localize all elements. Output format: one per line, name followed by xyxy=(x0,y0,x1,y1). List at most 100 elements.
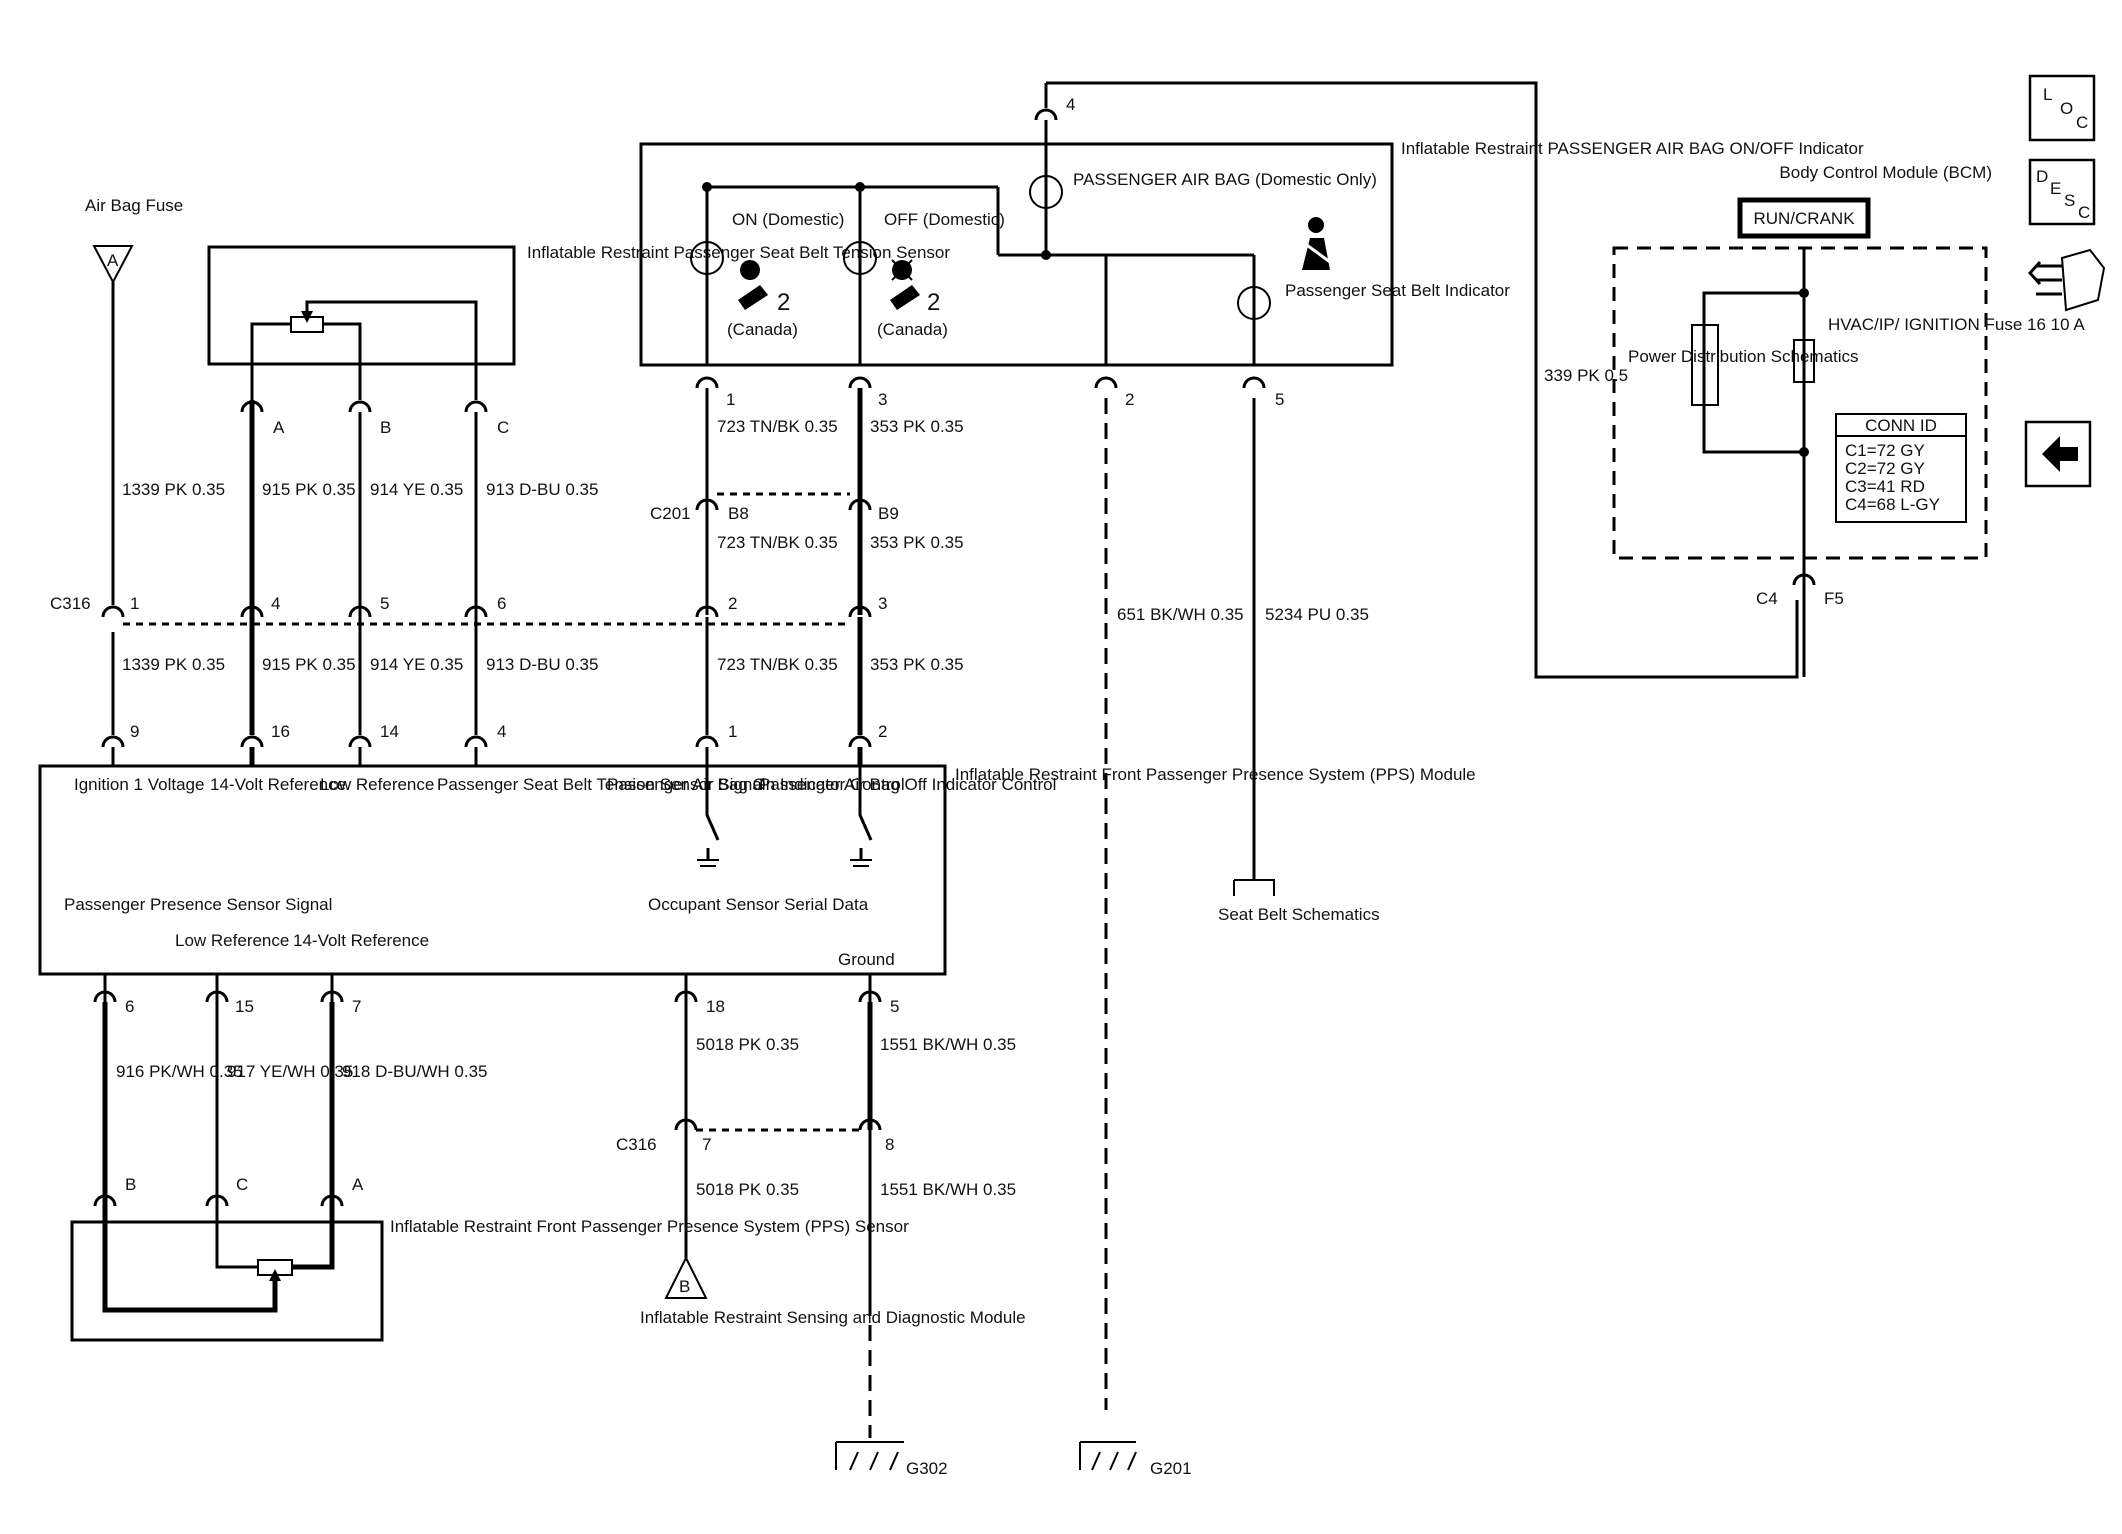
off-domestic-label: OFF (Domestic) xyxy=(884,210,1005,229)
pin-c201-b8: B8 xyxy=(728,504,749,523)
pin-pps-sig-label: Passenger Presence Sensor Signal xyxy=(64,895,332,914)
pin-ref14-label: 14-Volt Reference xyxy=(210,775,346,794)
pin-ind-5: 5 xyxy=(1275,390,1284,409)
wire-1339a: 1339 PK 0.35 xyxy=(122,480,225,499)
module-bottom-wires: 6 15 7 18 5 916 PK/WH 0.35 917 YE/WH 0.3… xyxy=(93,974,1016,1190)
connector-icon[interactable] xyxy=(2027,248,2106,312)
wire-915b: 915 PK 0.35 xyxy=(262,655,356,674)
wire-913b: 913 D-BU 0.35 xyxy=(486,655,598,674)
pin-f5: F5 xyxy=(1824,589,1844,608)
sensor-wires: A B C 1339 PK 0.35 915 PK 0.35 914 YE 0.… xyxy=(122,400,598,617)
pin-sens-c: C xyxy=(497,418,509,437)
pin-c316-1: 1 xyxy=(130,594,139,613)
num-2-b: 2 xyxy=(927,289,940,316)
wire-916: 916 PK/WH 0.35 xyxy=(116,1062,243,1081)
pin-ind-1: 1 xyxy=(726,390,735,409)
wire-353a: 353 PK 0.35 xyxy=(870,417,964,436)
pin-m-4: 4 xyxy=(497,722,506,741)
back-button[interactable] xyxy=(2024,420,2092,488)
desc-e: E xyxy=(2050,179,2061,198)
wire-1551a: 1551 BK/WH 0.35 xyxy=(880,1035,1016,1054)
c316-bottom-label: C316 xyxy=(616,1135,657,1154)
loc-button[interactable]: L O C xyxy=(2028,74,2096,142)
wire-5234: 5234 PU 0.35 xyxy=(1265,605,1369,624)
indicator-label: Inflatable Restraint PASSENGER AIR BAG O… xyxy=(1401,139,1864,158)
pin-c316-4: 4 xyxy=(271,594,280,613)
num-2-a: 2 xyxy=(777,289,790,316)
pin-m-1: 1 xyxy=(728,722,737,741)
c201-connector: C201 B8 B9 723 TN/BK 0.35 353 PK 0.35 xyxy=(650,492,964,615)
pin-ps-b: B xyxy=(125,1175,136,1194)
pin-ground-label: Ground xyxy=(838,950,895,969)
wire-913a: 913 D-BU 0.35 xyxy=(486,480,598,499)
ppsm-label: Inflatable Restraint Front Passenger Pre… xyxy=(955,765,1476,784)
wire-339: 339 PK 0.5 xyxy=(1544,366,1628,385)
g201-label: G201 xyxy=(1150,1459,1192,1478)
pin-sens-b: B xyxy=(380,418,391,437)
seatbelt-icon xyxy=(1299,217,1331,270)
pin-m-14: 14 xyxy=(380,722,399,741)
c316-top-connector: C316 1 4 5 6 2 3 1339 PK 0.35 915 PK 0.3… xyxy=(50,594,964,735)
desc-s: S xyxy=(2064,191,2075,210)
pin-lowref-label: Low Reference xyxy=(320,775,434,794)
conn-id-3: C3=41 RD xyxy=(1845,477,1925,496)
ground-g302: G302 xyxy=(835,1441,948,1478)
loc-o: O xyxy=(2060,99,2073,118)
pin-ind-3: 3 xyxy=(878,390,887,409)
pin-c316-6: 6 xyxy=(497,594,506,613)
pin-ind-4: 4 xyxy=(1066,95,1075,114)
pin-c201-b9: B9 xyxy=(878,504,899,523)
desc-button[interactable]: D E S C xyxy=(2028,158,2096,226)
power-dist-label[interactable]: Power Distribution Schematics xyxy=(1628,347,1859,366)
pin-lowref2-label: Low Reference xyxy=(175,931,289,950)
wire-353b: 353 PK 0.35 xyxy=(870,533,964,552)
wire-723c: 723 TN/BK 0.35 xyxy=(717,655,838,674)
pin-serial-label: Occupant Sensor Serial Data xyxy=(648,895,869,914)
c4-label: C4 xyxy=(1756,589,1778,608)
wire-651: 651 BK/WH 0.35 xyxy=(1117,605,1244,624)
wire-723b: 723 TN/BK 0.35 xyxy=(717,533,838,552)
wire-1339b: 1339 PK 0.35 xyxy=(122,655,225,674)
loc-l: L xyxy=(2043,85,2052,104)
wire-5018b: 5018 PK 0.35 xyxy=(696,1180,799,1199)
pin-m-16: 16 xyxy=(271,722,290,741)
pin-m-7: 7 xyxy=(352,997,361,1016)
pin-c316-5: 5 xyxy=(380,594,389,613)
wire-914b: 914 YE 0.35 xyxy=(370,655,463,674)
wire-915a: 915 PK 0.35 xyxy=(262,480,356,499)
airbag-fuse-label: Air Bag Fuse xyxy=(85,196,183,215)
wire-918: 918 D-BU/WH 0.35 xyxy=(342,1062,488,1081)
sdm-tri-letter: B xyxy=(679,1277,690,1296)
pin-ps-c: C xyxy=(236,1175,248,1194)
wire-914a: 914 YE 0.35 xyxy=(370,480,463,499)
conn-id-title: CONN ID xyxy=(1865,416,1937,435)
pin-m-15: 15 xyxy=(235,997,254,1016)
pps-module: 9 16 14 4 1 2 Ignition 1 Voltage 14-Volt… xyxy=(38,722,1476,976)
pin-c316-3: 3 xyxy=(878,594,887,613)
conn-id-4: C4=68 L-GY xyxy=(1845,495,1940,514)
conn-id-1: C1=72 GY xyxy=(1845,441,1925,460)
wire-5018a: 5018 PK 0.35 xyxy=(696,1035,799,1054)
pin-ind-2: 2 xyxy=(1125,390,1134,409)
wire-723a: 723 TN/BK 0.35 xyxy=(717,417,838,436)
seat-belt-schematics[interactable]: Seat Belt Schematics xyxy=(1218,905,1380,924)
pin-m-2: 2 xyxy=(878,722,887,741)
airbag-on-icon xyxy=(738,260,768,310)
pin-sens-a: A xyxy=(273,418,285,437)
pps-sensor-label: Inflatable Restraint Front Passenger Pre… xyxy=(390,1217,909,1236)
pin-ps-a: A xyxy=(352,1175,364,1194)
sdm-label[interactable]: Inflatable Restraint Sensing and Diagnos… xyxy=(640,1308,1026,1327)
hvac-fuse-label: HVAC/IP/ IGNITION Fuse 16 10 A xyxy=(1828,315,2085,334)
belt-sensor-label: Inflatable Restraint Passenger Seat Belt… xyxy=(527,243,950,262)
pin-m-9: 9 xyxy=(130,722,139,741)
pin-m-6: 6 xyxy=(125,997,134,1016)
pin-c316b-8: 8 xyxy=(885,1135,894,1154)
airbag-onoff-indicator: ON (Domestic) OFF (Domestic) (Canada) (C… xyxy=(639,120,1864,367)
seat-belt-tension-sensor: Inflatable Restraint Passenger Seat Belt… xyxy=(207,243,950,400)
pin-ign-label: Ignition 1 Voltage xyxy=(74,775,204,794)
pin-m-18: 18 xyxy=(706,997,725,1016)
pin-off-ctrl-label: Passenger Air Bag Off Indicator Control xyxy=(759,775,1056,794)
airbag-fuse: Air Bag Fuse A xyxy=(85,196,183,735)
desc-c: C xyxy=(2078,203,2090,222)
on-domestic-label: ON (Domestic) xyxy=(732,210,844,229)
